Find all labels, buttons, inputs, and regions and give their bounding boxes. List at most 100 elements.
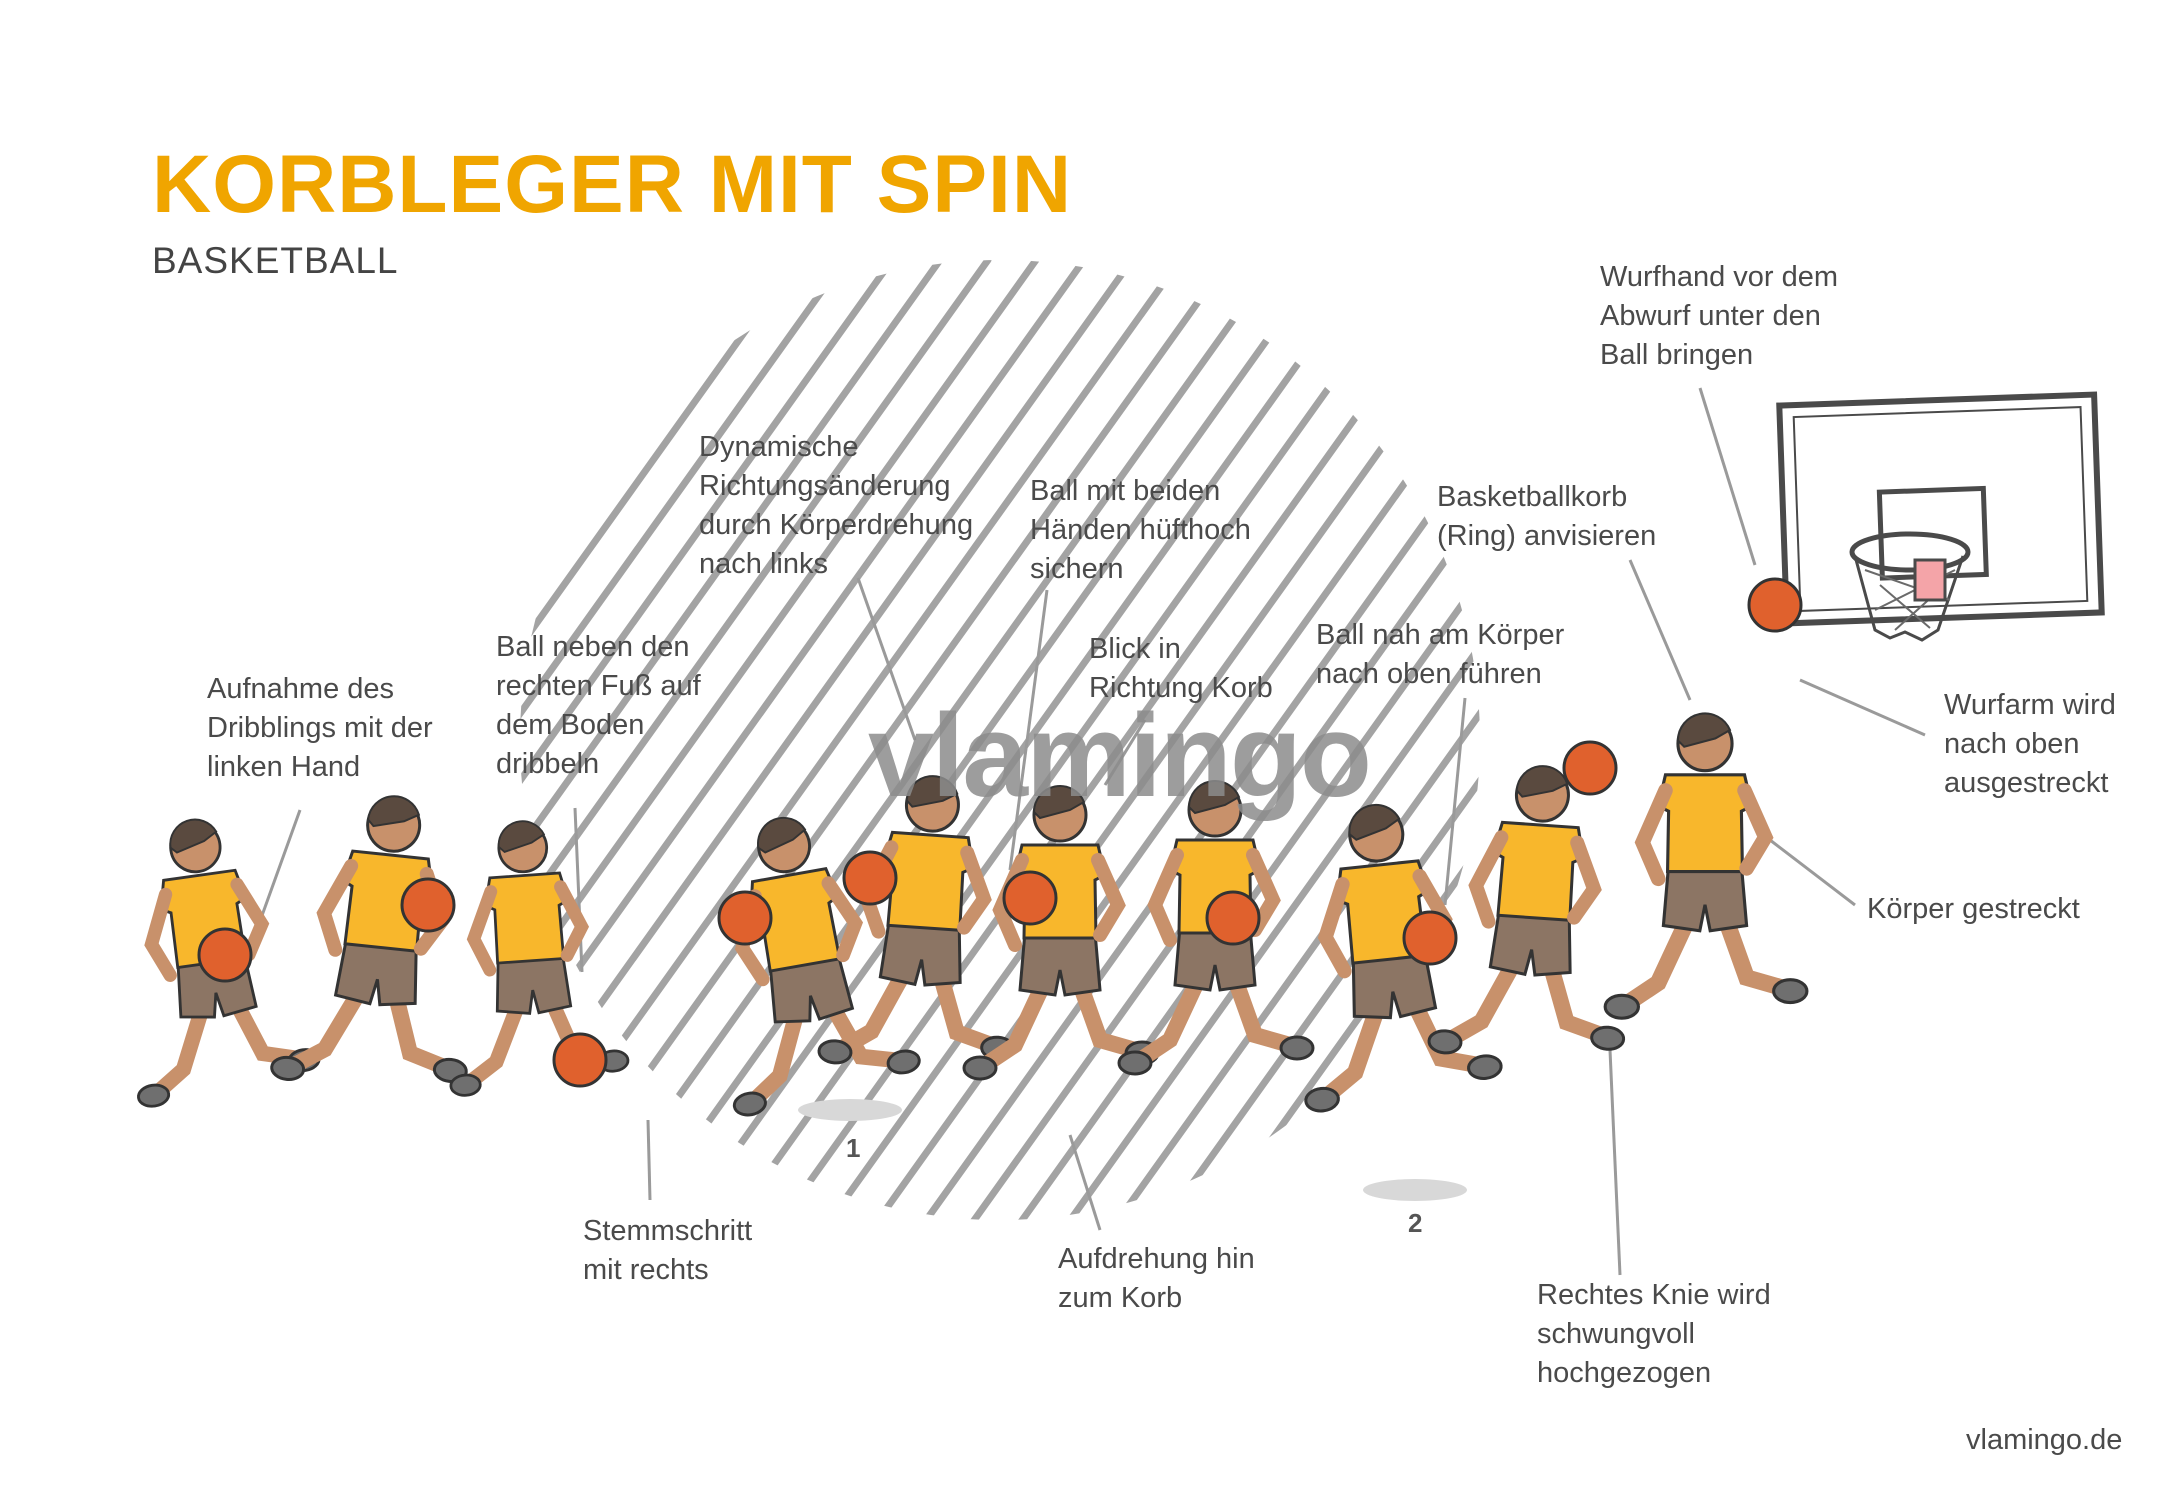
- player-arm: [1091, 853, 1126, 942]
- page-subtitle: BASKETBALL: [152, 240, 399, 281]
- hoop-net: [1853, 555, 1965, 642]
- player-shorts: [1661, 863, 1749, 933]
- player-shoe: [962, 1055, 998, 1081]
- player-shoe: [1117, 1050, 1153, 1076]
- annotation-wurfhand: Wurfhand vor dem Abwurf unter den Ball b…: [1600, 258, 1838, 375]
- annotation-line: Basketballkorb: [1437, 481, 1628, 513]
- annotation-line: Ball mit beiden: [1030, 475, 1221, 507]
- player-arm: [1566, 835, 1602, 925]
- player-leg: [1318, 984, 1391, 1105]
- player-shorts: [495, 951, 573, 1015]
- annotation-line: Ball neben den: [496, 631, 690, 663]
- player-arm: [144, 887, 177, 982]
- annotation-line: hochgezogen: [1537, 1357, 1712, 1389]
- hoop-connector: [1913, 558, 1947, 602]
- hatch-stripe: [956, 260, 1480, 1220]
- player-figure: [732, 816, 921, 1117]
- annotation-aufnahme: Aufnahme des Dribblings mit der linken H…: [207, 670, 433, 787]
- leader-ball-beiden: [1008, 589, 1049, 871]
- leader-koerper: [1769, 838, 1856, 907]
- player-arm: [1737, 783, 1774, 876]
- leader-wurfhand: [1698, 387, 1757, 566]
- hatch-stripe: [1004, 260, 1480, 1220]
- player-shoe: [1427, 1029, 1463, 1055]
- hatch-stripe: [908, 260, 1480, 1220]
- annotation-line: Körper gestreckt: [1867, 893, 2080, 925]
- player-leg: [746, 989, 809, 1109]
- player-arm: [1246, 848, 1281, 937]
- player-arm: [466, 885, 498, 977]
- player-arm: [1468, 830, 1509, 929]
- step-number-1: 1: [846, 1133, 861, 1163]
- leader-lines: [253, 387, 1926, 1276]
- player-leg: [1618, 896, 1703, 1012]
- annotation-ball-beiden: Ball mit beiden Händen hüfthoch sichern: [1030, 472, 1251, 589]
- leader-basketballkorb: [1628, 559, 1692, 701]
- basketball: [1747, 577, 1803, 633]
- hatch-stripe: [764, 260, 1472, 1220]
- player-hair: [1515, 765, 1569, 798]
- annotation-line: Ball nah am Körper: [1316, 619, 1565, 651]
- hatch-stripe: [668, 260, 1376, 1220]
- player-leg: [832, 951, 920, 1058]
- player-shoe: [270, 1055, 306, 1082]
- annotation-line: durch Körperdrehung: [699, 509, 974, 541]
- hatch-stripe: [716, 260, 1424, 1220]
- basketball: [400, 877, 456, 933]
- player-hair: [1676, 712, 1732, 748]
- player-shoe: [1603, 993, 1641, 1020]
- annotation-line: Aufnahme des: [207, 673, 395, 705]
- leader-ball-nah: [1443, 697, 1467, 906]
- player-arm: [1634, 783, 1673, 887]
- annotation-stemmschritt: Stemmschritt mit rechts: [583, 1212, 752, 1290]
- player-hair: [757, 816, 807, 854]
- annotation-wurfarm: Wurfarm wird nach oben ausgestreckt: [1944, 686, 2116, 803]
- hatch-stripe: [1148, 260, 1480, 1220]
- leader-blick: [1103, 719, 1147, 786]
- annotation-line: Abwurf unter den: [1600, 300, 1821, 332]
- player-hair: [367, 795, 421, 828]
- player-shoe: [817, 1039, 853, 1065]
- player-hair: [905, 775, 959, 808]
- player-figure: [817, 775, 1016, 1065]
- player-shoe: [732, 1091, 767, 1117]
- player-shoe: [1279, 1035, 1315, 1061]
- player-figure: [270, 795, 468, 1084]
- player-leg: [462, 983, 531, 1090]
- player-figure: [449, 820, 630, 1097]
- player-shoe: [1590, 1025, 1626, 1051]
- annotation-line: (Ring) anvisieren: [1437, 520, 1657, 552]
- annotation-line: Richtung Korb: [1089, 672, 1273, 704]
- annotation-line: Stemmschritt: [583, 1215, 753, 1247]
- step-number-2: 2: [1408, 1208, 1423, 1238]
- step-shadow-2: [1363, 1179, 1467, 1201]
- player-arm: [230, 877, 270, 962]
- annotation-line: Wurfarm wird: [1944, 689, 2116, 721]
- player-shorts: [1488, 907, 1572, 977]
- basketball: [1562, 740, 1618, 796]
- player-leg: [284, 970, 376, 1074]
- hatch-stripe: [520, 260, 896, 1220]
- hatch-stripe: [520, 260, 992, 1220]
- annotation-line: nach oben führen: [1316, 658, 1542, 690]
- player-leg: [977, 962, 1058, 1073]
- hatch-stripe: [1052, 260, 1480, 1220]
- player-figure: [1427, 765, 1626, 1055]
- basketball: [1002, 870, 1058, 926]
- player-leg: [1132, 957, 1213, 1068]
- page-title: KORBLEGER MIT SPIN: [152, 139, 1073, 230]
- leader-stemmschritt: [646, 1119, 652, 1201]
- player-shoe: [449, 1073, 482, 1097]
- step-shadow-1: [798, 1099, 902, 1121]
- leader-rechtes-knie: [1608, 1049, 1622, 1276]
- annotation-blick: Blick in Richtung Korb: [1089, 630, 1273, 708]
- hatch-stripe: [1196, 260, 1480, 1220]
- annotation-aufdrehung: Aufdrehung hin zum Korb: [1058, 1240, 1255, 1318]
- basketball: [197, 927, 253, 983]
- player-hair: [1348, 803, 1401, 841]
- player-shoe: [137, 1083, 171, 1108]
- player-arm: [316, 858, 359, 957]
- annotation-line: linken Hand: [207, 751, 361, 783]
- annotation-rechtes-knie: Rechtes Knie wird schwungvoll hochgezoge…: [1537, 1276, 1771, 1393]
